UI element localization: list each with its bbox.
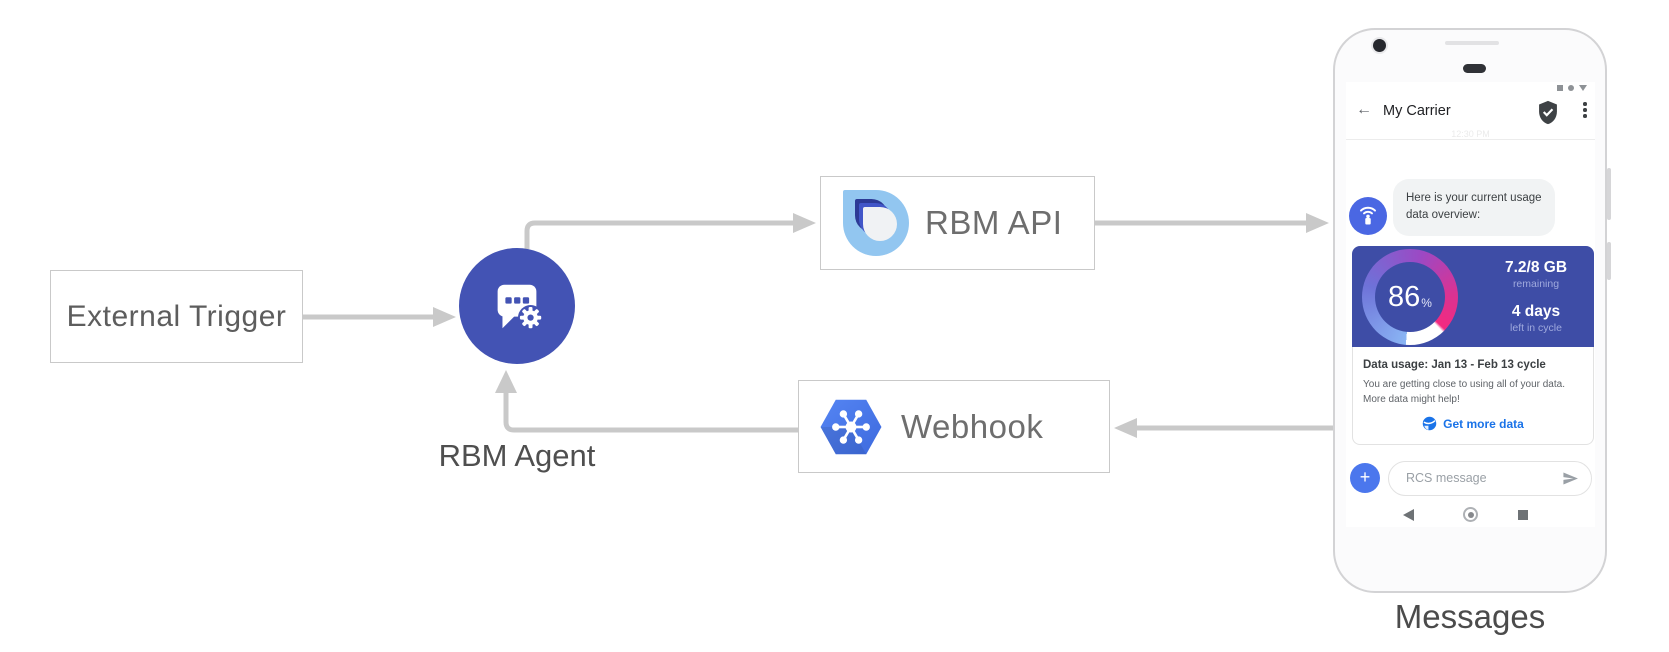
status-bar xyxy=(1557,85,1587,91)
external-trigger-node: External Trigger xyxy=(50,270,303,363)
timestamp-watermark: 12:30 PM xyxy=(1451,129,1490,139)
messages-caption: Messages xyxy=(1394,598,1546,635)
back-arrow-icon[interactable]: ← xyxy=(1356,101,1372,118)
carrier-avatar xyxy=(1349,197,1387,235)
send-arrow-icon[interactable] xyxy=(1562,470,1579,487)
bubble-line: data overview: xyxy=(1406,209,1481,222)
usage-body-line: You are getting close to using all of yo… xyxy=(1363,379,1565,390)
status-square-icon xyxy=(1557,85,1563,91)
rbm-agent-node xyxy=(459,248,575,364)
arrowhead-icon xyxy=(793,213,816,233)
usage-title: Data usage: Jan 13 - Feb 13 cycle xyxy=(1363,359,1546,371)
nav-home-button[interactable] xyxy=(1463,507,1478,522)
speaker-slot xyxy=(1445,41,1499,45)
header-divider xyxy=(1346,139,1595,140)
rbm-api-node: RBM API xyxy=(820,176,1095,270)
arrowhead-icon xyxy=(1306,213,1329,233)
nav-recents-button[interactable] xyxy=(1518,510,1528,520)
front-camera-icon xyxy=(1373,39,1386,52)
days-label: left in cycle xyxy=(1510,322,1562,334)
webhook-node: Webhook xyxy=(798,380,1110,473)
usage-stats: 7.2/8 GB remaining 4 days left in cycle xyxy=(1484,259,1588,334)
gauge-percent: 86 xyxy=(1388,280,1421,313)
chat-bubble: Here is your current usage data overview… xyxy=(1393,179,1555,236)
bubble-line: Here is your current usage xyxy=(1406,192,1542,204)
usage-body-line: More data might help! xyxy=(1363,394,1460,405)
cloud-hexagon-icon xyxy=(820,399,882,454)
rbm-agent-label: RBM Agent xyxy=(438,438,596,473)
phone-mockup: ← My Carrier 12:30 PM Here is your curre… xyxy=(1333,28,1611,593)
rbm-api-logo-icon xyxy=(843,190,909,256)
nav-back-button[interactable] xyxy=(1403,509,1414,521)
get-more-data-button[interactable]: Get more data xyxy=(1363,416,1583,431)
usage-gauge: 86 % xyxy=(1362,249,1458,345)
rbm-api-label: RBM API xyxy=(925,204,1063,241)
usage-hero: 86 % 7.2/8 GB remaining 4 days left in c… xyxy=(1352,246,1594,347)
usage-card-body: Data usage: Jan 13 - Feb 13 cycle You ar… xyxy=(1352,347,1594,445)
message-input[interactable]: RCS message xyxy=(1388,461,1592,496)
usage-rich-card: 86 % 7.2/8 GB remaining 4 days left in c… xyxy=(1352,246,1594,445)
arrowhead-icon xyxy=(1114,418,1137,438)
verified-shield-icon[interactable] xyxy=(1537,100,1559,125)
status-circle-icon xyxy=(1568,85,1574,91)
arrowhead-icon xyxy=(433,307,456,327)
message-input-placeholder: RCS message xyxy=(1406,471,1487,485)
arrowhead-icon xyxy=(495,370,517,393)
phone-screen: ← My Carrier 12:30 PM Here is your curre… xyxy=(1346,82,1595,527)
globe-icon xyxy=(1422,416,1437,431)
get-more-data-label: Get more data xyxy=(1443,416,1524,431)
external-trigger-label: External Trigger xyxy=(66,299,287,333)
attach-plus-button[interactable]: + xyxy=(1350,463,1380,493)
gauge-percent-sign: % xyxy=(1421,296,1432,310)
days-value: 4 days xyxy=(1511,303,1561,320)
chat-bubble-gear-icon xyxy=(497,284,544,331)
edge-agent-to-api xyxy=(524,220,793,249)
carrier-antenna-icon xyxy=(1359,206,1377,225)
remaining-label: remaining xyxy=(1512,278,1560,290)
webhook-label: Webhook xyxy=(901,407,1044,445)
volume-button xyxy=(1607,168,1611,220)
overflow-menu-icon[interactable] xyxy=(1583,102,1587,118)
status-triangle-icon xyxy=(1579,85,1587,91)
conversation-title: My Carrier xyxy=(1383,103,1451,119)
remaining-value: 7.2/8 GB xyxy=(1504,259,1568,276)
earpiece xyxy=(1463,64,1486,73)
power-button xyxy=(1607,242,1611,280)
edge-webhook-to-agent xyxy=(503,393,798,433)
